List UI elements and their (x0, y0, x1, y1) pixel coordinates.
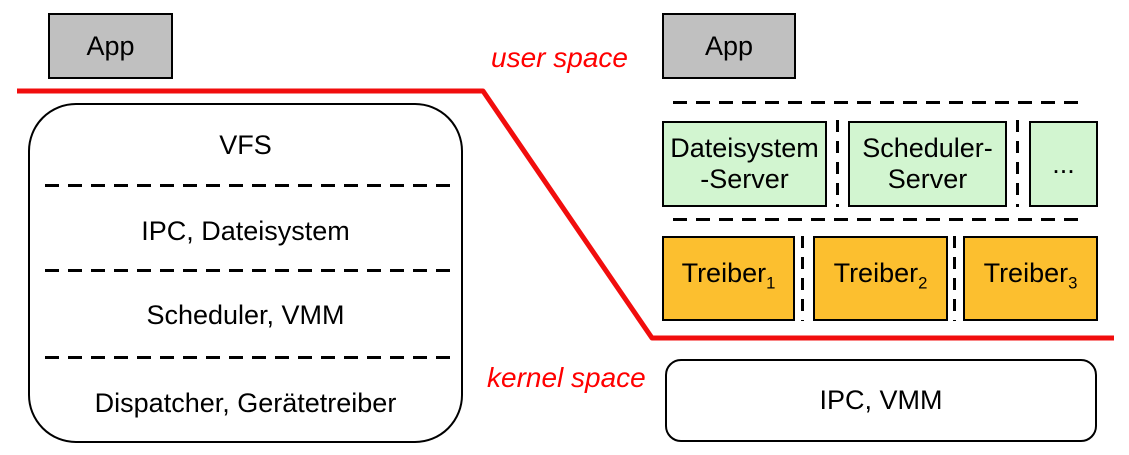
monolithic-app-box: App (48, 13, 173, 79)
driver-box-3-label: Treiber3 (983, 258, 1078, 293)
server-separator-1 (836, 120, 839, 207)
driver-box-2-label: Treiber2 (833, 258, 928, 293)
layer-label-vfs: VFS (219, 130, 272, 160)
driver-box-3: Treiber3 (963, 236, 1098, 321)
server-separator-2 (1016, 120, 1019, 207)
driver-separator-2 (953, 236, 956, 321)
layer-separator-1 (45, 184, 455, 187)
layer-label-ipc-dateisystem: IPC, Dateisystem (141, 216, 350, 246)
monolithic-app-label: App (86, 30, 135, 61)
layer-separator-3 (45, 356, 455, 359)
microkernel-kernel-label: IPC, VMM (819, 385, 943, 415)
driver-box-1-label: Treiber1 (681, 258, 776, 293)
server-box-dateisystem-label: Dateisystem -Server (670, 133, 819, 194)
server-driver-separator (673, 218, 1087, 221)
driver-separator-1 (801, 236, 804, 321)
server-box-scheduler-label: Scheduler- Server (862, 133, 993, 194)
microkernel-app-box: App (662, 13, 796, 79)
layer-label-dispatcher-geraetetreiber: Dispatcher, Gerätetreiber (94, 388, 397, 418)
layer-label-scheduler-vmm: Scheduler, VMM (146, 300, 345, 330)
server-box-dateisystem: Dateisystem -Server (662, 121, 827, 207)
microkernel-app-label: App (704, 30, 754, 61)
driver-box-2: Treiber2 (813, 236, 948, 321)
driver-box-1: Treiber1 (662, 236, 795, 321)
microkernel-kernel-box: IPC, VMM (665, 359, 1097, 442)
layer-separator-2 (45, 269, 455, 272)
app-server-separator (673, 101, 1087, 104)
server-box-more-label: ... (1052, 148, 1075, 179)
kernel-space-label: kernel space (487, 362, 646, 393)
server-box-scheduler: Scheduler- Server (848, 121, 1007, 207)
server-box-more: ... (1029, 121, 1098, 207)
user-space-label: user space (491, 42, 628, 73)
